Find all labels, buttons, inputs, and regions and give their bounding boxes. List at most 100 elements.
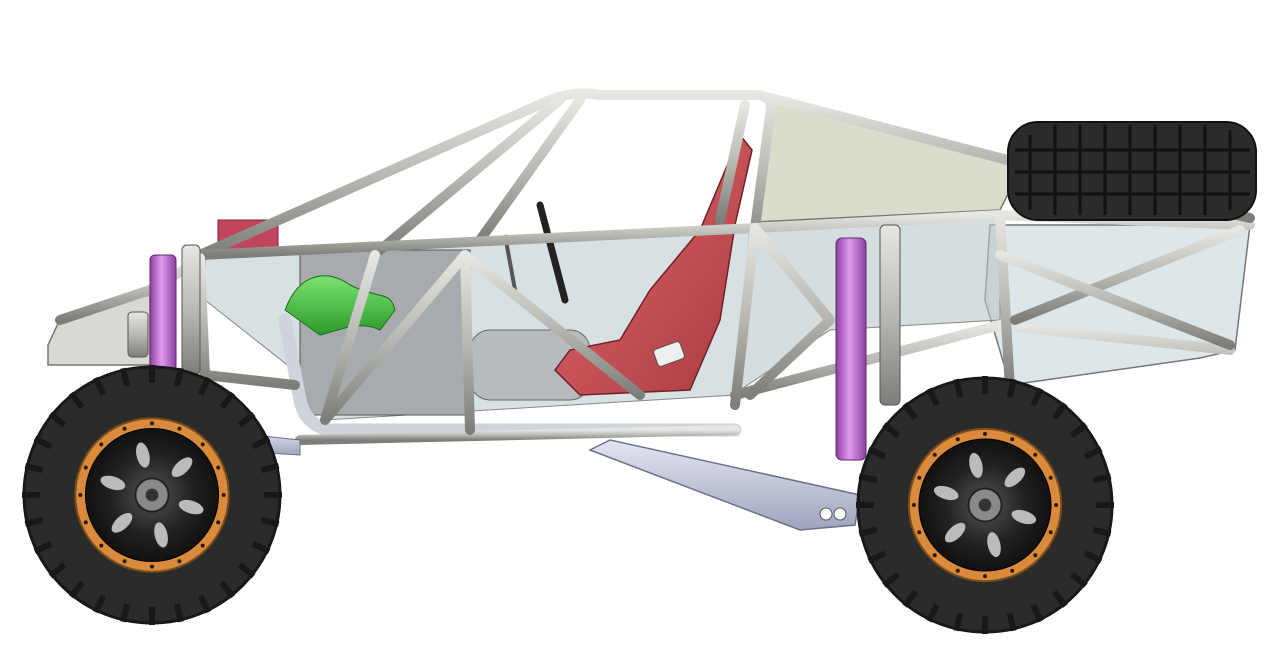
cockpit-diagonal-3 (460, 250, 645, 400)
tread-lug (1083, 550, 1103, 564)
rim-window (944, 522, 966, 543)
beadlock-bolt (216, 520, 221, 525)
tread-lug (1006, 378, 1017, 398)
tread-lug (48, 411, 67, 428)
b-pillar (715, 100, 750, 225)
hub-cap (978, 498, 992, 512)
tread-lug (92, 594, 107, 614)
tread-lug (1069, 422, 1088, 439)
beadlock-bolt (99, 543, 104, 548)
rim-window (1004, 467, 1026, 488)
beadlock-bolt (221, 493, 226, 497)
a-pillar-mid (475, 95, 585, 245)
rim-window (933, 485, 959, 501)
beadlock-bolt (99, 442, 104, 447)
a-pillar-inner (375, 95, 565, 255)
tread-lug (867, 550, 887, 564)
tread-lug (173, 603, 184, 623)
engine-intake-green (284, 275, 396, 336)
beadlock-bolt (200, 543, 205, 548)
rear-x-brace-1 (1010, 225, 1245, 325)
tread-lug (24, 463, 44, 474)
tread-lug (251, 435, 271, 450)
rim-window (171, 457, 193, 478)
beadlock-bolt (122, 559, 127, 564)
tread-lug (251, 540, 271, 555)
beadlock-bolt (917, 530, 922, 535)
rear-x-brace-2 (995, 250, 1235, 350)
tread-lug (33, 435, 53, 450)
tread-lug (237, 411, 256, 428)
seat-belt-buckle (653, 341, 685, 367)
beadlock-bolt (932, 553, 937, 558)
tread-lug (902, 589, 919, 608)
tread-lug (1051, 589, 1068, 608)
tread-lug (882, 422, 901, 439)
beadlock-bolt (955, 568, 960, 573)
cockpit-diagonal-2 (320, 250, 470, 425)
rim-window (969, 452, 983, 478)
cockpit-diagonal-1 (320, 250, 380, 425)
rim-window (987, 532, 1001, 558)
rear-shocks (835, 224, 901, 461)
tread-lug (237, 562, 256, 579)
rim-window (100, 475, 126, 491)
rim-window (111, 512, 133, 533)
tread-lug (24, 516, 44, 527)
tread-lug (260, 463, 280, 474)
tread-lug (197, 594, 212, 614)
front-lower-tube (195, 253, 300, 390)
beadlock-bolt (1048, 475, 1053, 480)
beadlock-bolt (1033, 452, 1038, 457)
tread-lug (1069, 571, 1088, 588)
beadlock-bolt (932, 452, 937, 457)
rear-top-cross (995, 210, 1015, 395)
tread-lug (120, 367, 131, 387)
rim-window (154, 522, 168, 548)
beadlock-bolt (78, 493, 83, 497)
beadlock-bolt (216, 465, 221, 470)
b-pillar-lower (730, 223, 760, 410)
rear-wheel (856, 376, 1114, 634)
rim-window (1011, 509, 1037, 525)
tread-lug (882, 571, 901, 588)
beadlock-bolt (1048, 530, 1053, 535)
beadlock-bolt (1033, 553, 1038, 558)
rear-shock-purple (835, 237, 867, 461)
tread-lug (1092, 473, 1112, 484)
tread-lug (858, 473, 878, 484)
beadlock-bolt (917, 475, 922, 480)
tread-lug (260, 516, 280, 527)
tread-lug (219, 580, 236, 599)
steering-column (536, 201, 569, 304)
tread-lug (1006, 612, 1017, 632)
tread-lug (219, 391, 236, 410)
front-shock-silver (181, 244, 201, 376)
trailing-arm-pivot (833, 507, 847, 521)
exhaust-pipe (278, 313, 742, 437)
tread-lug (173, 367, 184, 387)
rear-shock-silver (879, 224, 901, 406)
beadlock-bolt (1010, 568, 1015, 573)
tread-lug (1051, 402, 1068, 421)
rear-lower-rail (730, 320, 1235, 400)
tread-lug (1092, 526, 1112, 537)
tread-lug (92, 376, 107, 396)
front-wheel (22, 365, 282, 625)
beadlock-bolt (177, 559, 182, 564)
beadlock-bolt (150, 421, 154, 426)
tread-lug (33, 540, 53, 555)
tread-lug (1083, 446, 1103, 460)
beadlock-bolt (122, 426, 127, 431)
tread-lug (68, 391, 85, 410)
hub-cap (145, 488, 159, 502)
tread-lug (120, 603, 131, 623)
tread-lug (1030, 603, 1044, 623)
trailing-arm (588, 439, 861, 531)
spare-tire-icon (1007, 121, 1257, 221)
tread-lug (867, 446, 887, 460)
beadlock-bolt (983, 574, 987, 579)
tread-lug (68, 580, 85, 599)
